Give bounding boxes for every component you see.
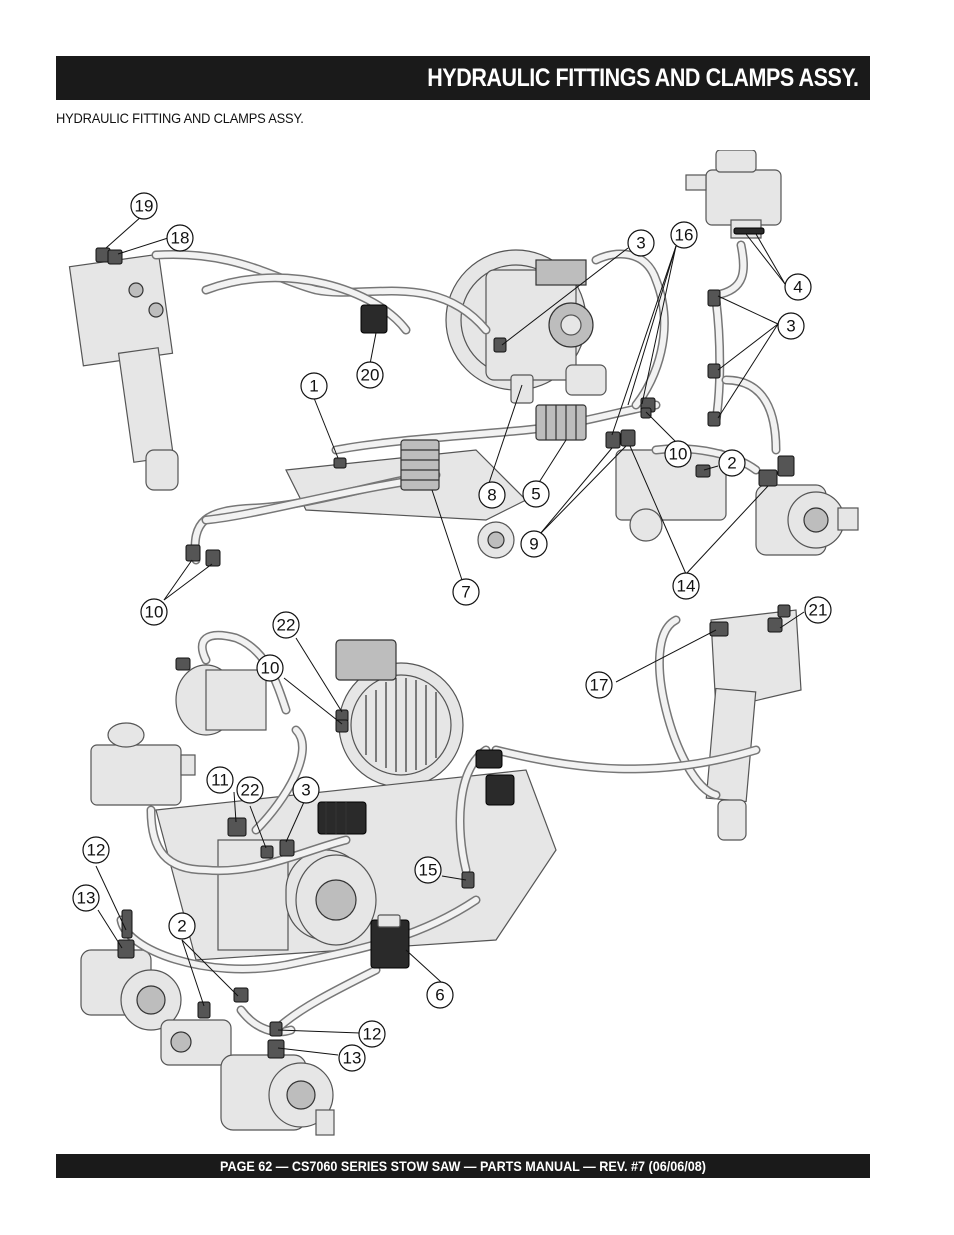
svg-text:22: 22 xyxy=(241,781,260,800)
svg-text:15: 15 xyxy=(419,861,438,880)
callout-6: 6 xyxy=(426,981,454,1009)
svg-text:12: 12 xyxy=(363,1025,382,1044)
svg-text:20: 20 xyxy=(361,366,380,385)
callout-2-bottom: 2 xyxy=(168,912,196,940)
callout-2-top: 2 xyxy=(718,449,746,477)
callout-10-top-right: 10 xyxy=(664,440,692,468)
svg-text:21: 21 xyxy=(809,601,828,620)
callout-13-left: 13 xyxy=(72,884,100,912)
pump-bottom xyxy=(220,1054,335,1136)
fittings-bottom xyxy=(117,604,791,1059)
callout-17: 17 xyxy=(585,671,613,699)
callout-3-top-left: 3 xyxy=(627,229,655,257)
callout-3-bottom: 3 xyxy=(292,776,320,804)
page-title: HYDRAULIC FITTINGS AND CLAMPS ASSY. xyxy=(426,63,859,92)
svg-text:11: 11 xyxy=(211,771,229,790)
svg-text:10: 10 xyxy=(261,659,280,678)
cylinder-bottom-upper xyxy=(175,664,267,736)
bottom-assembly xyxy=(80,604,805,1136)
page-footer: PAGE 62 — CS7060 SERIES STOW SAW — PARTS… xyxy=(220,1158,706,1174)
svg-text:5: 5 xyxy=(531,485,540,504)
svg-text:1: 1 xyxy=(309,377,318,396)
svg-text:7: 7 xyxy=(461,583,470,602)
svg-text:4: 4 xyxy=(793,278,802,297)
clevis-bottom xyxy=(160,1019,232,1066)
callouts: 19 18 20 1 3 16 4 3 8 5 10 2 9 14 7 10 2… xyxy=(72,192,832,1072)
svg-text:3: 3 xyxy=(786,317,795,336)
svg-text:9: 9 xyxy=(529,535,538,554)
top-assembly xyxy=(68,150,859,601)
callout-8: 8 xyxy=(478,481,506,509)
callout-10-bottom: 10 xyxy=(256,654,284,682)
svg-text:2: 2 xyxy=(727,454,736,473)
page-footer-bar: PAGE 62 — CS7060 SERIES STOW SAW — PARTS… xyxy=(56,1154,870,1178)
fittings-top xyxy=(95,247,795,567)
page-title-bar: HYDRAULIC FITTINGS AND CLAMPS ASSY. xyxy=(56,56,870,100)
callout-7: 7 xyxy=(452,578,480,606)
callout-12-left: 12 xyxy=(82,836,110,864)
hydraulic-assembly-diagram: 19 18 20 1 3 16 4 3 8 5 10 2 9 14 7 10 2… xyxy=(68,150,859,1136)
callout-12-bottom: 12 xyxy=(358,1020,386,1048)
svg-text:17: 17 xyxy=(590,676,609,695)
svg-text:14: 14 xyxy=(677,577,696,596)
clamps-bottom xyxy=(317,749,515,969)
callout-5: 5 xyxy=(522,480,550,508)
svg-text:12: 12 xyxy=(87,841,106,860)
svg-text:13: 13 xyxy=(77,889,96,908)
svg-text:13: 13 xyxy=(343,1049,362,1068)
svg-text:10: 10 xyxy=(145,603,164,622)
figure-caption: HYDRAULIC FITTING AND CLAMPS ASSY. xyxy=(56,110,304,126)
svg-text:8: 8 xyxy=(487,486,496,505)
svg-text:19: 19 xyxy=(135,197,154,216)
svg-text:22: 22 xyxy=(277,616,296,635)
reservoir-bottom xyxy=(90,722,196,806)
svg-text:10: 10 xyxy=(669,445,688,464)
leaders-bottom xyxy=(95,611,805,1056)
hoses-top xyxy=(151,240,781,565)
callout-19: 19 xyxy=(130,192,158,220)
svg-text:2: 2 xyxy=(177,917,186,936)
callout-20: 20 xyxy=(356,361,384,389)
callout-3-top-right: 3 xyxy=(777,312,805,340)
callout-15: 15 xyxy=(414,856,442,884)
callout-11: 11 xyxy=(206,766,234,794)
callout-22-upper: 22 xyxy=(272,611,300,639)
hydraulic-cylinder-top xyxy=(68,253,179,491)
engine-block-top xyxy=(445,249,607,396)
svg-text:6: 6 xyxy=(435,986,444,1005)
valve-block-bottom xyxy=(705,609,802,841)
svg-text:16: 16 xyxy=(675,226,694,245)
clamps-top xyxy=(360,227,765,491)
callout-13-bottom: 13 xyxy=(338,1044,366,1072)
callout-16: 16 xyxy=(670,221,698,249)
callout-14: 14 xyxy=(672,572,700,600)
svg-text:18: 18 xyxy=(171,229,190,248)
pump-left-bottom xyxy=(80,949,182,1031)
reservoir-top xyxy=(685,150,782,239)
callout-9: 9 xyxy=(520,530,548,558)
callout-1: 1 xyxy=(300,372,328,400)
callout-18: 18 xyxy=(166,224,194,252)
callout-10-top-left: 10 xyxy=(140,598,168,626)
svg-text:3: 3 xyxy=(636,234,645,253)
callout-4: 4 xyxy=(784,273,812,301)
leaders-top xyxy=(105,215,786,601)
svg-text:3: 3 xyxy=(301,781,310,800)
engine-grille-bottom xyxy=(335,639,464,788)
callout-21: 21 xyxy=(804,596,832,624)
callout-22-lower: 22 xyxy=(236,776,264,804)
